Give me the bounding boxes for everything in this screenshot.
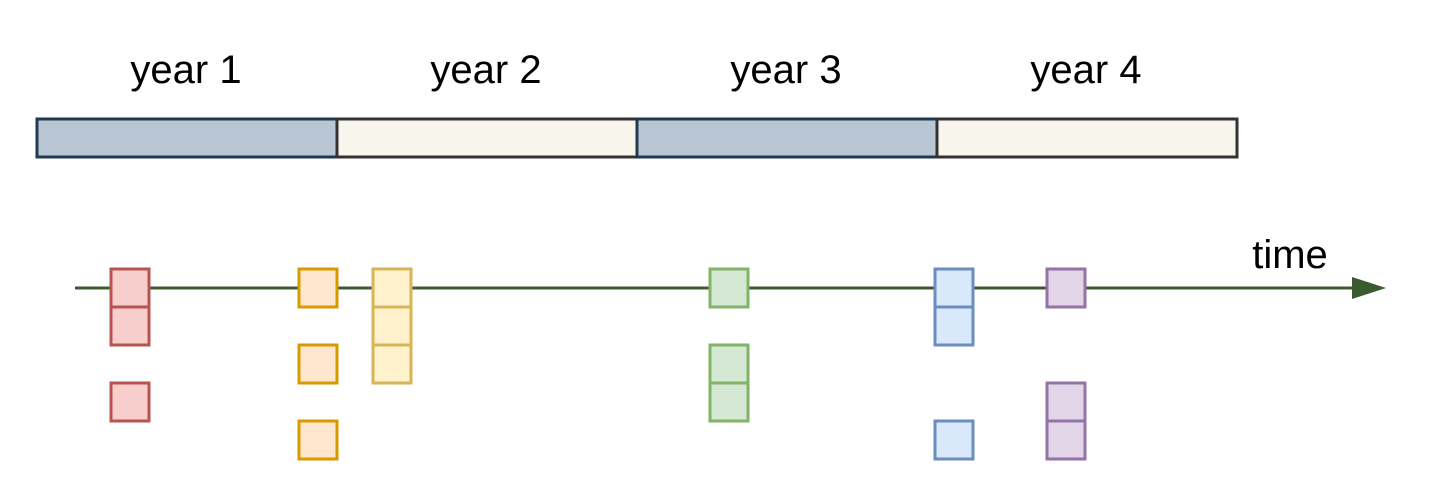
year-label-4: year 4 [1030,48,1141,92]
event-square-orange [297,419,339,461]
event-square-orange [297,267,339,309]
year-label-2: year 2 [430,48,541,92]
year-bar [35,117,1239,159]
year-segment-2 [335,117,639,159]
event-square-red [109,381,151,423]
event-square-purple [1045,267,1087,309]
event-square-purple [1045,419,1087,461]
event-square-yellow [371,305,413,347]
event-square-blue [933,419,975,461]
time-axis-arrowhead [1352,277,1386,299]
event-square-red [109,267,151,309]
year-segment-1 [35,117,339,159]
event-square-orange [297,343,339,385]
year-label-1: year 1 [130,48,241,92]
event-square-blue [933,267,975,309]
year-label-3: year 3 [730,48,841,92]
event-squares [109,267,1087,461]
event-square-red [109,305,151,347]
year-segment-3 [635,117,939,159]
time-axis-label: time [1252,233,1328,277]
event-square-blue [933,305,975,347]
event-square-purple [1045,381,1087,423]
event-square-green [708,267,750,309]
event-square-yellow [371,267,413,309]
year-segment-4 [935,117,1239,159]
event-square-green [708,381,750,423]
event-square-yellow [371,343,413,385]
event-square-green [708,343,750,385]
